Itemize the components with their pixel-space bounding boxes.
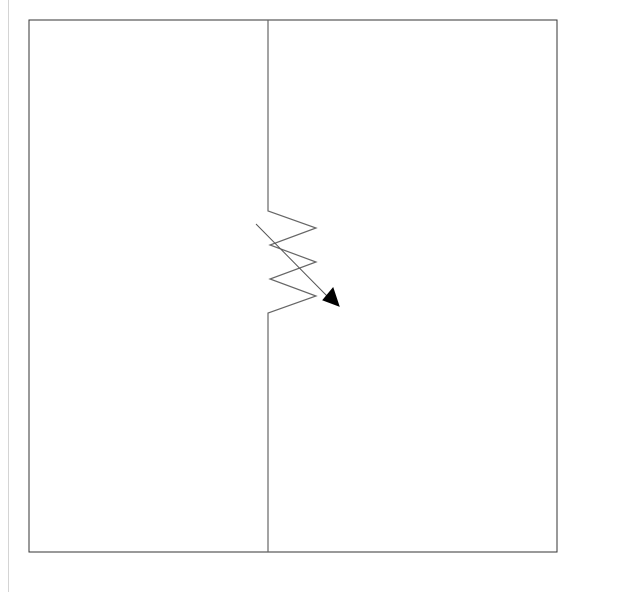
- diagram-frame: [28, 19, 558, 553]
- left-gutter-rule: [0, 0, 9, 592]
- variable-arrow-shaft: [255, 223, 329, 298]
- resistor-zigzag: [267, 208, 318, 316]
- variable-arrow-head-icon: [322, 286, 340, 307]
